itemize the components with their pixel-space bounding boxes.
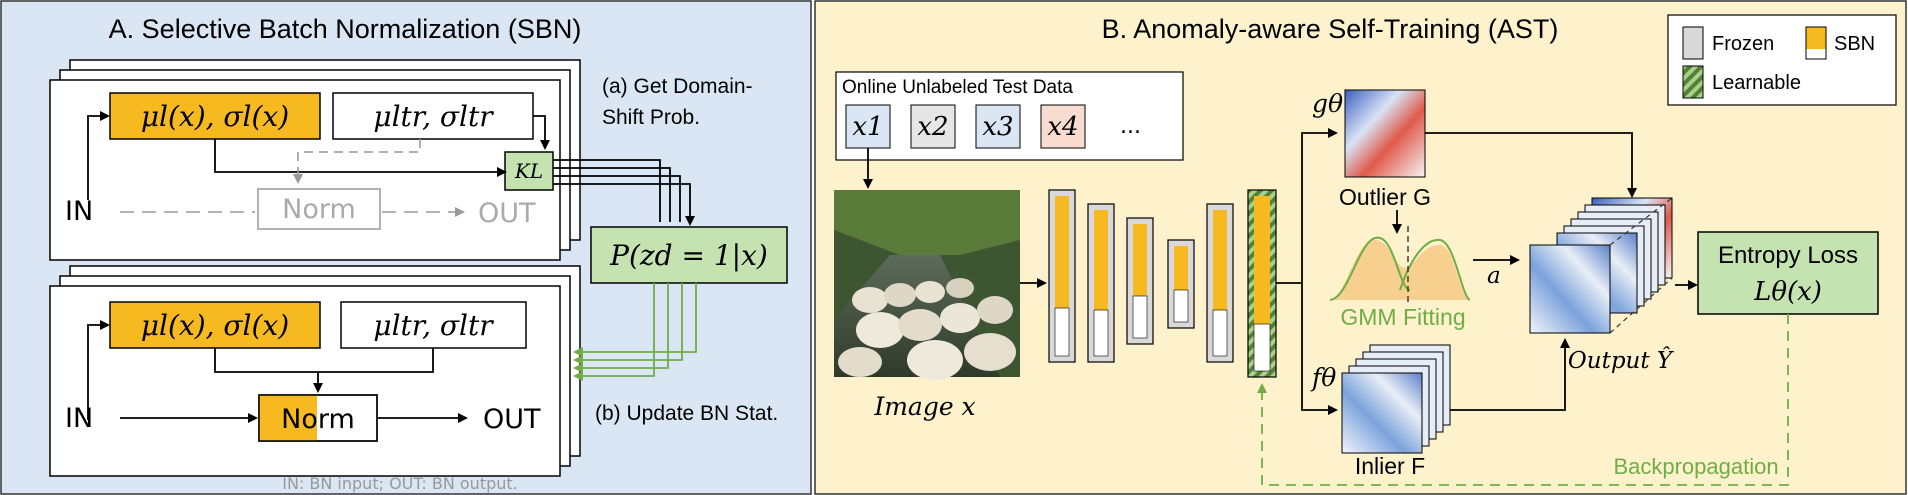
test-item-3 — [975, 104, 1021, 149]
norm-label-disabled: Norm — [282, 194, 356, 225]
kl-label: KL — [514, 159, 543, 183]
in-label-a: IN — [65, 196, 93, 227]
test-item-4-label: x4 — [1047, 112, 1078, 142]
out-label-b: OUT — [483, 404, 541, 435]
train-stat-box-a — [332, 92, 534, 140]
input-image — [834, 190, 1020, 380]
step-b-label: (b) Update BN Stat. — [595, 402, 778, 425]
sbn-footnote: IN: BN input; OUT: BN output. — [282, 474, 518, 493]
input-image-label: Image x — [873, 392, 975, 421]
legend-sbn-label: SBN — [1834, 33, 1875, 55]
test-item-1 — [845, 104, 891, 149]
output-maps — [1529, 197, 1673, 334]
train-stat-box-b — [340, 301, 527, 349]
inlier-maps — [1341, 344, 1451, 454]
legend-learnable-swatch — [1682, 65, 1704, 99]
kl-box — [504, 151, 554, 191]
output-label: Output Ŷ — [1568, 347, 1675, 374]
test-item-3-label: x3 — [982, 112, 1013, 142]
sbn-title: A. Selective Batch Normalization (SBN) — [109, 14, 582, 44]
test-item-4 — [1040, 104, 1086, 149]
inlier-label: Inlier F — [1355, 453, 1425, 479]
batch-stat-label-b: μl(x), σl(x) — [141, 309, 289, 342]
out-label-a: OUT — [478, 198, 536, 229]
outlier-map — [1344, 89, 1426, 178]
entropy-loss-line1: Entropy Loss — [1718, 242, 1858, 269]
a-label: a — [1487, 263, 1501, 289]
test-data-label: Online Unlabeled Test Data — [842, 77, 1073, 98]
prob-label: P(zd = 1|x) — [609, 239, 768, 272]
gmm-label: GMM Fitting — [1340, 304, 1465, 330]
batch-stat-box-b — [109, 301, 321, 349]
test-item-2-label: x2 — [917, 112, 948, 142]
test-items-ellipsis: ... — [1120, 114, 1141, 139]
norm-box-disabled — [257, 188, 381, 230]
step-a-line1: (a) Get Domain- — [602, 75, 753, 98]
test-item-2 — [910, 104, 956, 149]
f-theta-label: fθ — [1310, 363, 1336, 392]
ast-title: B. Anomaly-aware Self-Training (AST) — [1102, 14, 1559, 44]
legend-frozen-label: Frozen — [1712, 33, 1774, 55]
entropy-loss-box — [1697, 231, 1879, 315]
batch-stat-label-a: μl(x), σl(x) — [141, 100, 289, 133]
prob-box — [590, 226, 788, 284]
gmm-plot — [1329, 226, 1471, 302]
train-stat-label-b: μltr, σltr — [373, 309, 494, 342]
backprop-label: Backpropagation — [1613, 454, 1778, 479]
test-item-1-label: x1 — [852, 112, 883, 142]
in-label-b: IN — [65, 403, 93, 434]
legend-frozen-swatch — [1682, 26, 1704, 60]
g-theta-label: gθ — [1312, 89, 1343, 118]
legend: Frozen SBN Learnable — [1667, 14, 1897, 106]
norm-label-active: Norm — [281, 404, 355, 435]
outlier-label: Outlier G — [1339, 184, 1431, 210]
legend-learnable-label: Learnable — [1712, 72, 1801, 94]
step-a-line2: Shift Prob. — [602, 106, 700, 129]
entropy-loss-line2: Lθ(x) — [1753, 277, 1822, 307]
backprop-path — [1257, 314, 1789, 486]
encoder — [1048, 189, 1277, 378]
train-stat-label-a: μltr, σltr — [373, 100, 494, 133]
